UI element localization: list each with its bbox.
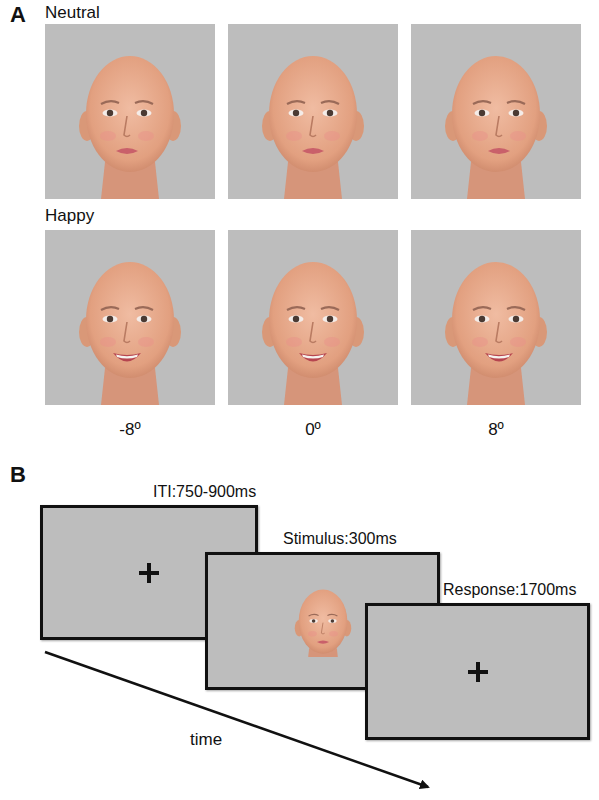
- row-label: Happy: [45, 206, 94, 226]
- panel-letter: A: [10, 2, 26, 27]
- panel-letter: B: [10, 462, 26, 487]
- row-label: Neutral: [45, 3, 100, 23]
- fixation-cross: [137, 561, 161, 585]
- screen-heading: ITI:750-900ms: [153, 483, 256, 501]
- screen-heading: Stimulus:300ms: [283, 530, 397, 548]
- face-row-happy: [45, 230, 581, 405]
- angle-label: 8º: [488, 420, 504, 440]
- screen-box: Response:1700ms: [365, 603, 590, 740]
- angle-label: -8º: [119, 420, 140, 440]
- axis-label: time: [190, 730, 222, 750]
- screen-heading: Response:1700ms: [443, 581, 576, 599]
- face-stimulus: [292, 585, 354, 657]
- face-row-neutral: [45, 24, 581, 199]
- fixation-cross: [466, 660, 490, 684]
- angle-label: 0º: [305, 420, 321, 440]
